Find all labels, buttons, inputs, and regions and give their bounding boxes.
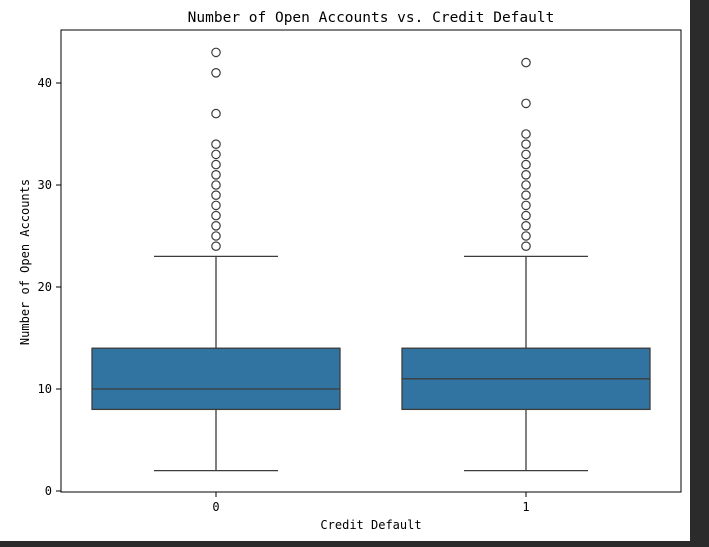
outlier-point [211,231,221,241]
outlier-point [211,139,221,149]
outlier-point [521,200,531,211]
outlier-point [211,170,221,180]
chart-title: Number of Open Accounts vs. Credit Defau… [188,10,555,26]
y-tick-label: 10 [38,382,52,396]
outlier-point [211,68,221,78]
y-tick-label: 40 [38,76,52,90]
x-axis-label: Credit Default [320,518,421,532]
outlier-point [521,149,531,160]
outlier-point [521,139,531,149]
outlier-point [211,210,221,221]
plot-area-frame [60,29,682,493]
box-group-1 [401,57,651,472]
y-tick-label: 0 [45,484,52,498]
y-axis-label: Number of Open Accounts [18,179,32,345]
outlier-point [521,241,531,251]
outlier-point [521,170,531,180]
box-plot-chart: Number of Open Accounts vs. Credit Defau… [18,10,682,532]
outlier-point [211,241,221,251]
y-axis: 0 10 20 30 40 [38,76,61,498]
outlier-point [211,108,221,119]
outlier-point [521,129,531,139]
outlier-point [211,221,221,231]
outlier-point [521,159,531,170]
y-tick-label: 20 [38,280,52,294]
outlier-point [211,200,221,211]
box-iqr-0 [91,347,341,411]
boxes-layer [91,47,651,472]
figure: Number of Open Accounts vs. Credit Defau… [0,0,690,541]
outlier-point [521,180,531,190]
y-tick-label: 30 [38,178,52,192]
outlier-point [521,231,531,241]
outlier-point [521,98,531,109]
box-group-0 [91,47,341,472]
outlier-point [521,221,531,231]
outlier-point [211,180,221,190]
outlier-point [521,57,531,68]
outlier-point [211,149,221,160]
outlier-point [211,159,221,170]
outlier-point [521,210,531,221]
outlier-point [521,190,531,200]
outlier-point [211,190,221,200]
outlier-point [211,47,221,58]
x-tick-label: 1 [522,500,529,514]
x-tick-label: 0 [212,500,219,514]
